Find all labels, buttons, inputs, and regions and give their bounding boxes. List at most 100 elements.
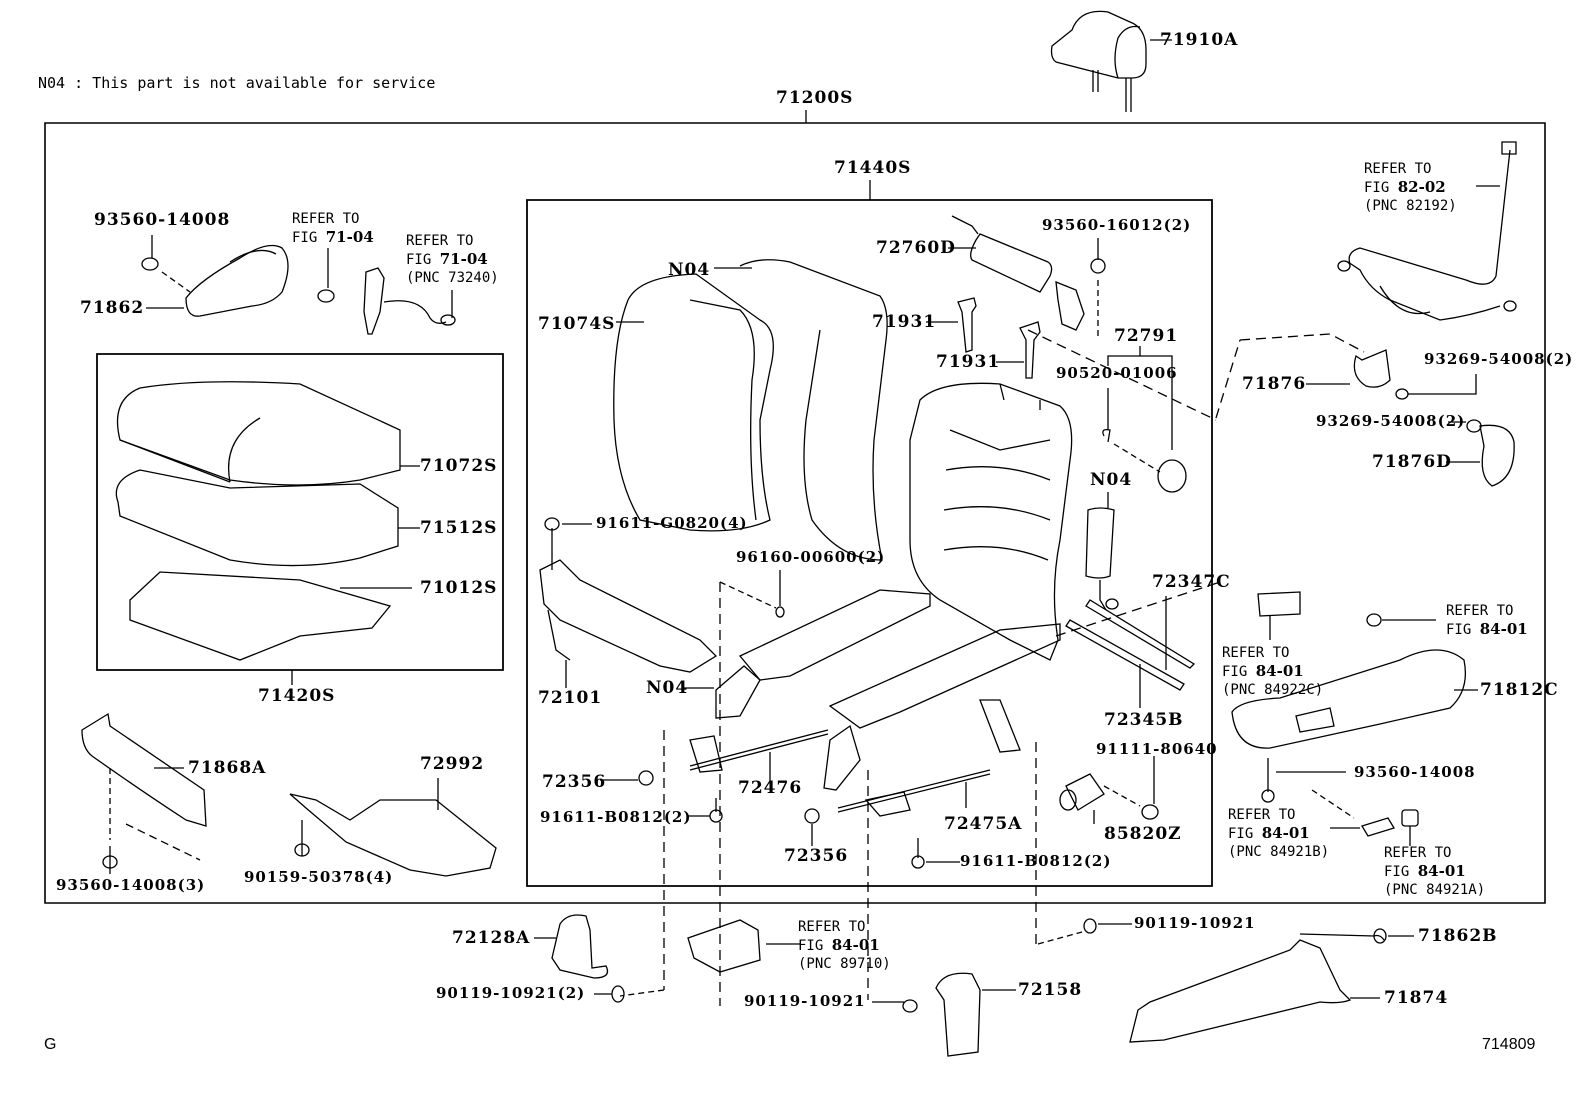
label-71868A[interactable]: 71868A <box>188 758 267 778</box>
label-90520-01006[interactable]: 90520-01006 <box>1056 364 1178 382</box>
label-96160-00600[interactable]: 96160-00600(2) <box>736 548 886 566</box>
label-n04-bracket[interactable]: N04 <box>646 678 689 698</box>
label-71512S[interactable]: 71512S <box>420 518 498 538</box>
ref-harness[interactable]: REFER TO FIG 82-02 (PNC 82192) <box>1364 160 1457 215</box>
label-71072S[interactable]: 71072S <box>420 456 498 476</box>
label-72347C[interactable]: 72347C <box>1152 572 1231 592</box>
label-72791[interactable]: 72791 <box>1114 326 1179 346</box>
seatback-cover-drawing <box>614 260 887 560</box>
label-90159-50378[interactable]: 90159-50378(4) <box>244 868 394 886</box>
cover-71862-drawing <box>142 235 455 334</box>
ref-buckle[interactable]: REFER TO FIG 71-04 (PNC 73240) <box>406 232 499 287</box>
seat-adjuster-drawing <box>540 518 1060 1006</box>
ref-line1: REFER TO <box>292 211 360 227</box>
label-71876D[interactable]: 71876D <box>1372 452 1452 472</box>
ref-seatbelt[interactable]: REFER TO FIG 71-04 <box>292 210 374 247</box>
label-72356-b[interactable]: 72356 <box>784 846 849 866</box>
label-91611-B0812-b[interactable]: 91611-B0812(2) <box>960 852 1112 870</box>
label-93560-14008-top[interactable]: 93560-14008 <box>94 210 231 230</box>
ref-prefix: FIG <box>798 938 824 954</box>
label-72475A[interactable]: 72475A <box>944 814 1023 834</box>
ref-line1: REFER TO <box>1364 161 1432 177</box>
ref-fig: 84-01 <box>1417 862 1466 880</box>
ref-prefix: FIG <box>1384 864 1410 880</box>
label-71440S[interactable]: 71440S <box>834 158 912 178</box>
guide-71931-drawing <box>926 298 1040 378</box>
seat-cushion-drawing <box>116 382 420 660</box>
ref-prefix: FIG <box>1364 180 1390 196</box>
label-93560-14008-side[interactable]: 93560-14008 <box>1354 763 1476 781</box>
ref-pnc: (PNC 82192) <box>1364 198 1457 214</box>
label-71931-a[interactable]: 71931 <box>872 312 937 332</box>
ref-fig: 84-01 <box>1479 620 1528 638</box>
label-91111-80640[interactable]: 91111-80640 <box>1096 740 1218 758</box>
label-90119-10921-2[interactable]: 90119-10921(2) <box>436 984 586 1002</box>
seatback-frame-drawing <box>910 330 1216 660</box>
ref-prefix: FIG <box>406 252 432 268</box>
ref-line1: REFER TO <box>406 233 474 249</box>
label-n04-lumbar[interactable]: N04 <box>1090 470 1133 490</box>
ref-pnc: (PNC 73240) <box>406 270 499 286</box>
label-90119-10921-mid[interactable]: 90119-10921 <box>744 992 866 1010</box>
ref-prefix: FIG <box>1222 664 1248 680</box>
label-91611-G0820[interactable]: 91611-G0820(4) <box>596 514 748 532</box>
wiring-harness-drawing <box>1338 142 1516 320</box>
label-72101[interactable]: 72101 <box>538 688 603 708</box>
motor-85820Z-drawing <box>1060 756 1158 824</box>
label-71420S[interactable]: 71420S <box>258 686 336 706</box>
label-90119-10921-right[interactable]: 90119-10921 <box>1134 914 1256 932</box>
label-71910A[interactable]: 71910A <box>1160 30 1239 50</box>
ref-knob-84921A[interactable]: REFER TO FIG 84-01 (PNC 84921A) <box>1384 844 1485 899</box>
lumbar-pad-drawing <box>1086 492 1118 610</box>
label-71862[interactable]: 71862 <box>80 298 145 318</box>
side-shield-71812C-drawing <box>1232 592 1478 846</box>
lower-covers-drawing <box>534 915 1414 1056</box>
ref-prefix: FIG <box>1446 622 1472 638</box>
label-93269-54008-a[interactable]: 93269-54008(2) <box>1424 350 1574 368</box>
label-71812C[interactable]: 71812C <box>1480 680 1559 700</box>
label-71012S[interactable]: 71012S <box>420 578 498 598</box>
label-71874[interactable]: 71874 <box>1384 988 1449 1008</box>
label-72992[interactable]: 72992 <box>420 754 485 774</box>
ref-prefix: FIG <box>1228 826 1254 842</box>
ref-switch-84922C[interactable]: REFER TO FIG 84-01 (PNC 84922C) <box>1222 644 1323 699</box>
label-71931-b[interactable]: 71931 <box>936 352 1001 372</box>
airbag-72760D-drawing <box>948 216 1105 340</box>
label-85820Z[interactable]: 85820Z <box>1104 824 1182 844</box>
label-93560-16012[interactable]: 93560-16012(2) <box>1042 216 1192 234</box>
label-71876[interactable]: 71876 <box>1242 374 1307 394</box>
label-72345B[interactable]: 72345B <box>1104 710 1184 730</box>
ref-line1: REFER TO <box>1384 845 1452 861</box>
label-n04-back[interactable]: N04 <box>668 260 711 280</box>
label-72760D[interactable]: 72760D <box>876 238 956 258</box>
label-71862B[interactable]: 71862B <box>1418 926 1498 946</box>
label-93269-54008-b[interactable]: 93269-54008(2) <box>1316 412 1466 430</box>
shafts-drawing <box>600 730 990 868</box>
headrest-drawing <box>1052 11 1173 112</box>
knob-72791-drawing <box>1103 346 1186 492</box>
ref-line1: REFER TO <box>1228 807 1296 823</box>
label-72476[interactable]: 72476 <box>738 778 803 798</box>
ref-fig: 84-01 <box>1261 824 1310 842</box>
ref-fig: 84-01 <box>831 936 880 954</box>
shield-71868A-drawing <box>82 714 206 874</box>
ref-ecu-89710[interactable]: REFER TO FIG 84-01 (PNC 89710) <box>798 918 891 973</box>
note-text: : This part is not available for service <box>74 74 436 92</box>
note-code: N04 <box>38 74 66 92</box>
label-93560-14008-3[interactable]: 93560-14008(3) <box>56 876 206 894</box>
label-71074S[interactable]: 71074S <box>538 314 616 334</box>
ref-switch-screw[interactable]: REFER TO FIG 84-01 <box>1446 602 1528 639</box>
label-71200S[interactable]: 71200S <box>776 88 854 108</box>
ref-pnc: (PNC 84921B) <box>1228 844 1330 860</box>
ref-pnc: (PNC 89710) <box>798 956 891 972</box>
seatback-assembly-frame <box>527 200 1212 886</box>
ref-knob-84921B[interactable]: REFER TO FIG 84-01 (PNC 84921B) <box>1228 806 1329 861</box>
label-72158[interactable]: 72158 <box>1018 980 1083 1000</box>
corner-marker: G <box>44 1036 57 1053</box>
figure-number: 714809 <box>1482 1036 1536 1053</box>
label-72356-a[interactable]: 72356 <box>542 772 607 792</box>
label-91611-B0812-a[interactable]: 91611-B0812(2) <box>540 808 692 826</box>
label-72128A[interactable]: 72128A <box>452 928 531 948</box>
